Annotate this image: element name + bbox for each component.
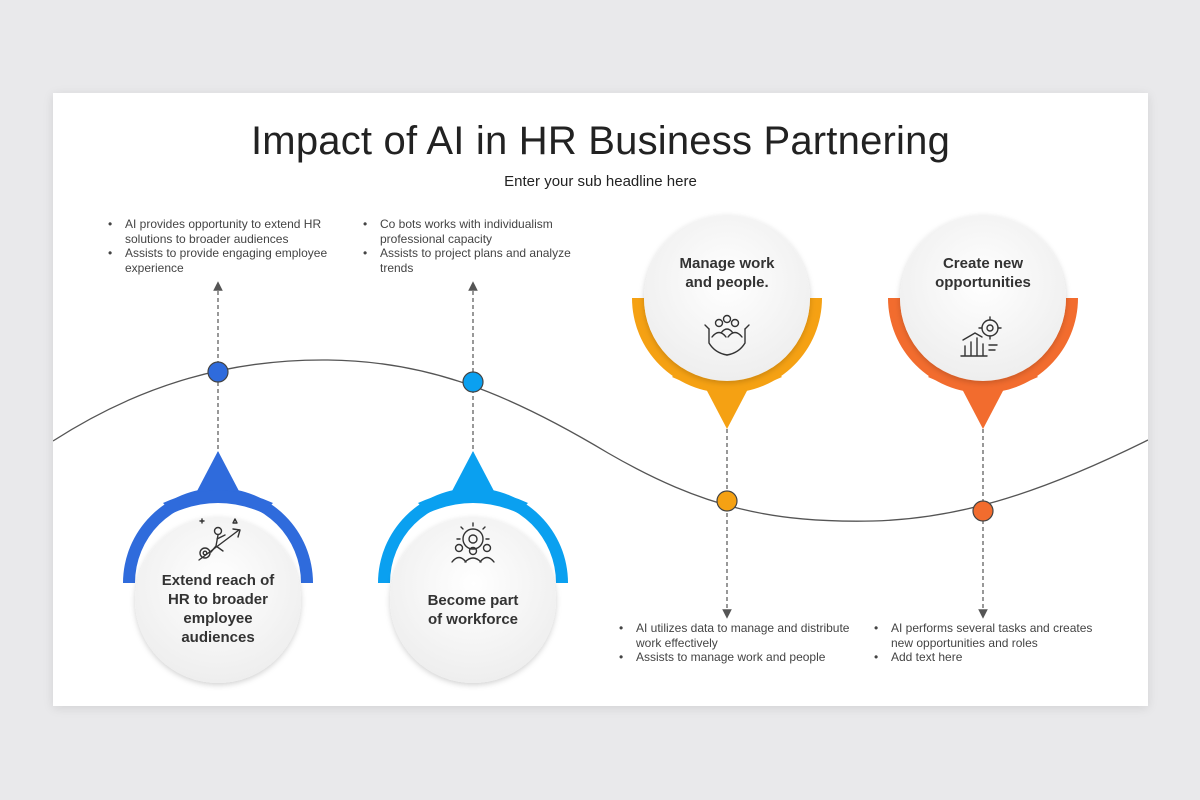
node-dot-4 [972, 500, 994, 522]
step-4-bullets: AI performs several tasks and creates ne… [871, 621, 1111, 665]
list-item: AI provides opportunity to extend HR sol… [105, 217, 345, 246]
step-4-label: Create new opportunities [935, 255, 1031, 291]
career-growth-icon [198, 518, 241, 561]
step-2-label: Become part of workforce [427, 592, 519, 628]
list-item: Add text here [871, 650, 1111, 665]
list-item: AI performs several tasks and creates ne… [871, 621, 1111, 650]
step-badge-2 [378, 451, 568, 683]
step-badge-3 [632, 215, 822, 429]
step-1-label: Extend reach of HR to broader employee a… [161, 572, 275, 646]
step-2-bullets: Co bots works with individualism profess… [360, 217, 600, 275]
page-subtitle: Enter your sub headline here [504, 173, 697, 190]
list-item: Co bots works with individualism profess… [360, 217, 600, 246]
team-gear-icon [451, 522, 495, 563]
node-dot-3 [716, 490, 738, 512]
step-3-bullets: AI utilizes data to manage and distribut… [616, 621, 856, 665]
node-dot-2 [462, 371, 484, 393]
node-dot-1 [207, 361, 229, 383]
step-badge-1 [123, 451, 313, 683]
list-item: Assists to provide engaging employee exp… [105, 246, 345, 275]
growth-target-icon [960, 316, 1002, 357]
diagram-art [53, 215, 1148, 683]
page-title: Impact of AI in HR Business Partnering [250, 119, 951, 163]
list-item: Assists to manage work and people [616, 650, 856, 665]
timeline-wave [53, 359, 1148, 522]
slide: Impact of AI in HR Business Partnering E… [53, 93, 1148, 706]
people-in-hands-icon [704, 314, 750, 356]
step-3-label: Manage work and people. [679, 255, 775, 291]
step-badge-4 [888, 215, 1078, 429]
step-1-bullets: AI provides opportunity to extend HR sol… [105, 217, 345, 275]
list-item: AI utilizes data to manage and distribut… [616, 621, 856, 650]
list-item: Assists to project plans and analyze tre… [360, 246, 600, 275]
